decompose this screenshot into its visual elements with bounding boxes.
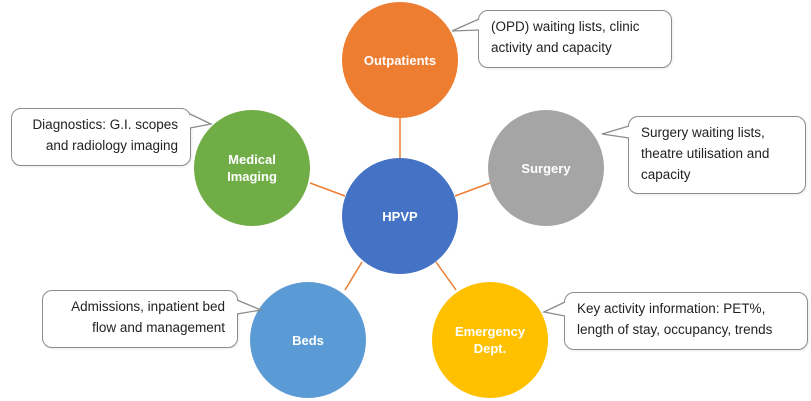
node-medical-imaging: Medical Imaging — [194, 110, 310, 226]
callout-medical-imaging-tail — [189, 113, 214, 129]
node-outpatients: Outpatients — [342, 2, 458, 118]
connector-surgery — [454, 182, 491, 197]
node-emergency: Emergency Dept. — [432, 282, 548, 398]
callout-beds-tail — [236, 299, 264, 315]
node-surgery: Surgery — [488, 110, 604, 226]
node-medical-imaging-label-line1: Medical — [228, 152, 276, 167]
callout-beds-line2: flow and management — [92, 320, 225, 335]
node-medical-imaging-text: Medical Imaging — [227, 151, 277, 185]
node-beds-label: Beds — [292, 332, 324, 348]
callout-outpatients-tail — [451, 18, 480, 32]
callout-medical-imaging-line2: and radiology imaging — [45, 138, 178, 153]
callout-emergency-tail — [541, 301, 566, 317]
callout-medical-imaging: Diagnostics: G.I. scopes and radiology i… — [11, 108, 191, 166]
callout-outpatients: (OPD) waiting lists, clinic activity and… — [478, 10, 672, 68]
node-medical-imaging-label-line2: Imaging — [227, 169, 277, 184]
callout-surgery: Surgery waiting lists, theatre utilisati… — [628, 116, 806, 194]
callout-emergency: Key activity information: PET%, length o… — [564, 292, 808, 350]
callout-surgery-tail — [601, 125, 630, 139]
callout-outpatients-line2: activity and capacity — [491, 40, 612, 55]
callout-emergency-line1: Key activity information: PET%, — [577, 301, 766, 316]
callout-outpatients-line1: (OPD) waiting lists, clinic — [491, 19, 640, 34]
callout-emergency-line2: length of stay, occupancy, trends — [577, 322, 773, 337]
node-beds: Beds — [250, 282, 366, 398]
node-emergency-label-line1: Emergency — [454, 324, 526, 339]
connector-beds — [344, 261, 363, 291]
node-surgery-label: Surgery — [521, 160, 571, 176]
connector-medical-imaging — [309, 182, 346, 197]
callout-beds-line1: Admissions, inpatient bed — [71, 299, 225, 314]
callout-beds: Admissions, inpatient bed flow and manag… — [42, 290, 238, 348]
center-node-label: HPVP — [382, 208, 418, 224]
connector-emergency — [435, 261, 457, 291]
callout-surgery-line1: Surgery waiting lists, — [641, 125, 765, 140]
node-emergency-text: Emergency Dept. — [455, 323, 525, 357]
callout-surgery-line3: capacity — [641, 167, 691, 182]
callout-medical-imaging-line1: Diagnostics: G.I. scopes — [32, 117, 178, 132]
callout-surgery-line2: theatre utilisation and — [641, 146, 770, 161]
node-outpatients-label: Outpatients — [363, 52, 437, 68]
node-emergency-label-line2: Dept. — [473, 341, 507, 356]
center-node-hpvp: HPVP — [342, 158, 458, 274]
